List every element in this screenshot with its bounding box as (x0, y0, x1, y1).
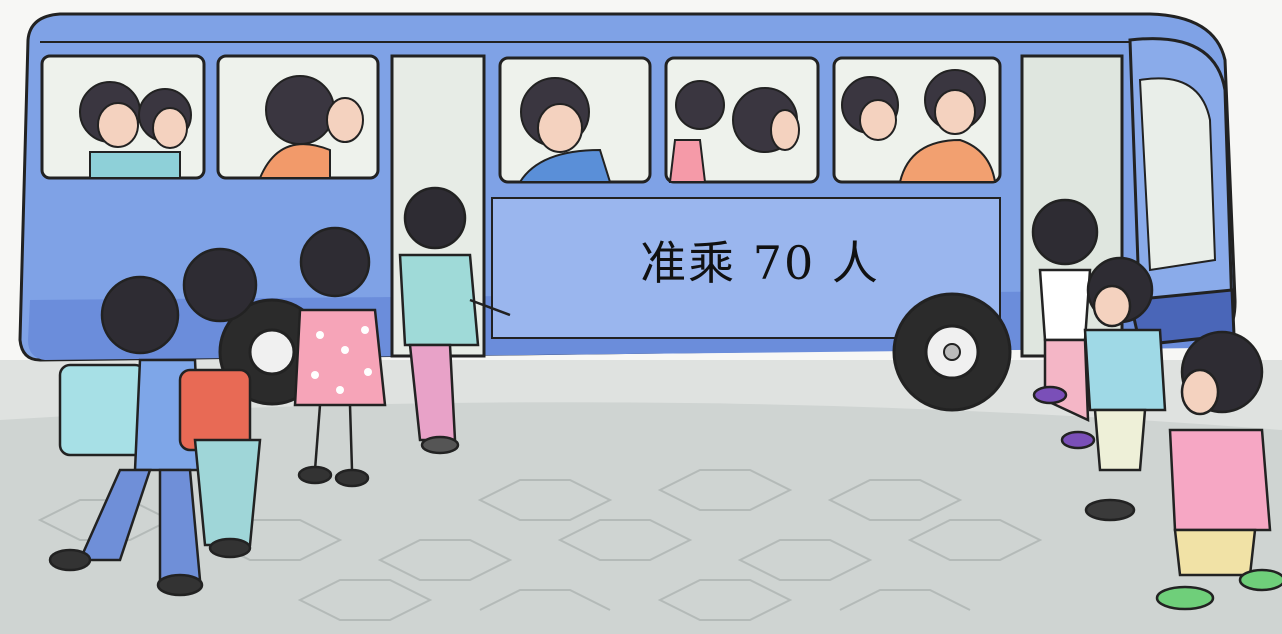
bus-capacity-sign: 准乘 70 人 (640, 236, 880, 290)
children-left-group (48, 186, 511, 597)
passengers (79, 69, 997, 183)
children-right-group (1031, 198, 1282, 611)
wheel-right (892, 292, 1012, 412)
